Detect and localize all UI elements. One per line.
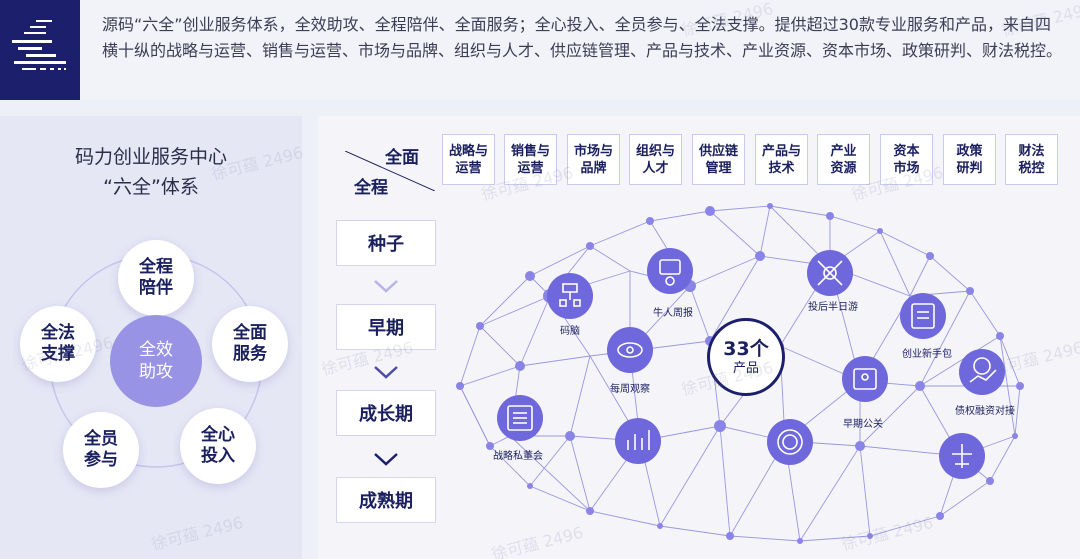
- column-header: 战略与 运营: [442, 134, 495, 185]
- column-header: 财法 税控: [1005, 134, 1058, 185]
- column-header: 资本 市场: [880, 134, 933, 185]
- panel-title: 码力创业服务中心 “六全”体系: [0, 142, 302, 202]
- bubble-quanfa: 全法 支撑: [20, 306, 96, 382]
- intro-banner: 源码“六全”创业服务体系，全效助攻、全程陪伴、全面服务；全心投入、全员参与、全法…: [0, 0, 1080, 100]
- axis-vertical-label: 全程: [354, 178, 388, 198]
- product-label: 投后半日游: [808, 302, 858, 313]
- axis-divider: [345, 151, 435, 191]
- product-label: 每周观察: [610, 384, 650, 395]
- column-header: 市场与 品牌: [567, 134, 620, 185]
- bubble-quanmian: 全面 服务: [212, 306, 288, 382]
- product-label: 码脑: [560, 326, 580, 337]
- product-label: 创业新手包: [902, 349, 952, 360]
- product-count-badge: 33个 产品: [707, 318, 785, 396]
- product-label: 牛人周报: [653, 308, 693, 319]
- intro-text: 源码“六全”创业服务体系，全效助攻、全程陪伴、全面服务；全心投入、全员参与、全法…: [102, 15, 1063, 60]
- bubble-quanxin: 全心 投入: [180, 408, 256, 484]
- column-header: 销售与 运营: [504, 134, 557, 185]
- chevron-down-icon: [374, 366, 398, 379]
- stage-seed: 种子: [336, 220, 436, 266]
- matrix-panel: [318, 116, 1080, 559]
- stage-growth: 成长期: [336, 390, 436, 436]
- system-name: “六全”体系: [103, 176, 199, 198]
- product-label: 早期公关: [843, 419, 883, 430]
- product-label: 债权融资对接: [955, 406, 1015, 417]
- bubble-quanxiao-center: 全效 助攻: [110, 315, 202, 407]
- axis-horizontal-label: 全面: [385, 148, 419, 168]
- chevron-down-icon: [374, 453, 398, 466]
- brand-logo: [0, 0, 80, 100]
- center-name: 码力创业服务中心: [74, 146, 227, 168]
- column-header: 产品与 技术: [755, 134, 808, 185]
- brain-network: [456, 203, 1024, 544]
- column-header: 供应链 管理: [692, 134, 745, 185]
- column-header: 组织与 人才: [629, 134, 682, 185]
- column-header: 政策 研判: [943, 134, 996, 185]
- stage-mature: 成熟期: [336, 477, 436, 523]
- chevron-down-icon: [374, 280, 398, 293]
- bubble-quancheng: 全程 陪伴: [118, 240, 194, 316]
- column-header: 产业 资源: [817, 134, 870, 185]
- stage-early: 早期: [336, 304, 436, 350]
- bubble-quanyuan: 全员 参与: [63, 412, 139, 488]
- product-label: 战略私董会: [493, 451, 543, 462]
- product-count: 33个: [723, 338, 769, 360]
- product-unit: 产品: [732, 361, 759, 376]
